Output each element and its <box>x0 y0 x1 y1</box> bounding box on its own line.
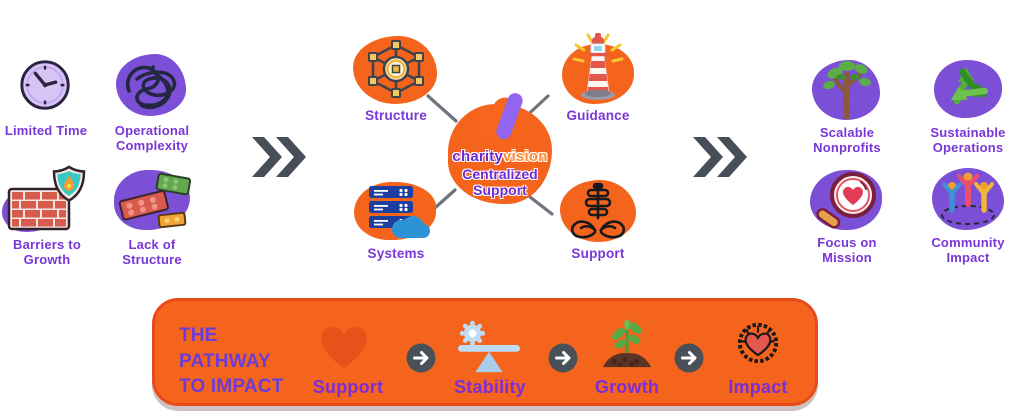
double-chevron-right-icon <box>693 137 747 177</box>
arrow-right-circle-icon <box>548 343 578 373</box>
pathway-title-line1: THE PATHWAY <box>179 325 271 372</box>
clock-icon <box>20 60 70 110</box>
pathway-title-line2: TO IMPACT <box>179 376 284 398</box>
brand-word-1: charity <box>452 148 504 165</box>
brand-logo: charityvision <box>440 148 560 165</box>
toy-bricks-icon <box>118 172 191 229</box>
brick-wall-shield-icon <box>7 165 86 231</box>
magnifier-heart-icon <box>816 172 876 229</box>
outcome-label: Focus on Mission <box>817 235 877 265</box>
outcome-label: Sustainable Operations <box>930 125 1006 155</box>
pathway-step-label: Impact <box>728 377 788 397</box>
heart-ribbon-logo-icon <box>472 93 523 145</box>
hub-node-support: Support <box>556 178 640 261</box>
hub-node-label: Structure <box>365 108 427 123</box>
pathway-step-label: Stability <box>454 377 526 397</box>
double-chevron-right-icon <box>252 137 306 177</box>
outcome-scalable-nonprofits: Scalable Nonprofits <box>804 52 890 155</box>
people-celebration-icon <box>941 172 995 225</box>
hub-node-label: Systems <box>367 246 425 261</box>
purple-blob <box>934 60 1002 118</box>
hub-node-label: Guidance <box>566 108 630 123</box>
outcome-community-impact: Community Impact <box>922 164 1014 265</box>
tangled-thread-icon <box>125 65 177 110</box>
challenge-barriers-to-growth: Barriers to Growth <box>2 162 92 267</box>
challenge-operational-complexity: Operational Complexity <box>100 50 204 153</box>
hub-node-guidance: Guidance <box>556 32 640 123</box>
challenge-label: Lack of Structure <box>122 237 182 267</box>
pathway-title: THE PATHWAY TO IMPACT <box>179 323 309 400</box>
pathway-step-label: Support <box>312 377 384 397</box>
outcome-label: Scalable Nonprofits <box>813 125 881 155</box>
lighthouse-icon <box>572 33 624 100</box>
challenge-label: Operational Complexity <box>114 123 190 153</box>
server-cloud-icon <box>369 186 430 238</box>
outcome-sustainable-operations: Sustainable Operations <box>922 52 1014 155</box>
hands-holding-icon <box>570 182 626 239</box>
challenge-label: Limited Time <box>4 123 88 138</box>
heart-icon <box>321 326 367 368</box>
recycle-icon <box>950 67 989 105</box>
cloud-icon <box>392 216 430 238</box>
tree-icon <box>823 61 871 119</box>
challenge-label: Barriers to Growth <box>13 237 81 267</box>
sprout-icon <box>602 319 652 368</box>
pathway-step-label: Growth <box>594 377 660 397</box>
brand-word-2: vision <box>503 148 548 165</box>
hub-node-systems: Systems <box>348 180 444 261</box>
arrow-right-circle-icon <box>406 343 436 373</box>
shield-flame-icon <box>52 165 86 202</box>
hub-node-label: Support <box>571 246 625 261</box>
central-hub: charityvision Centralized Support <box>440 90 560 210</box>
challenge-lack-of-structure: Lack of Structure <box>100 162 204 267</box>
outcome-focus-on-mission: Focus on Mission <box>804 164 890 265</box>
hub-node-structure: Structure <box>348 32 444 123</box>
network-icon <box>368 40 424 98</box>
hub-label: Centralized Support <box>462 166 538 199</box>
balance-icon <box>457 320 521 373</box>
challenge-limited-time: Limited Time <box>2 50 90 139</box>
outcome-label: Community Impact <box>931 235 1005 265</box>
arrow-right-circle-icon <box>674 343 704 373</box>
pathway-banner: THE PATHWAY TO IMPACT Support Stability <box>152 298 818 406</box>
impact-heart-icon <box>737 322 779 364</box>
